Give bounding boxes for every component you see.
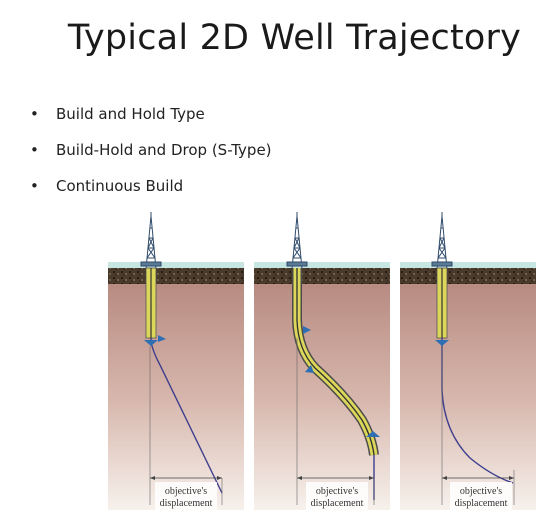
drilling-rig-icon (140, 212, 162, 270)
soil-layer (254, 268, 390, 284)
bullet-item-build-and-hold: • Build and Hold Type (30, 104, 272, 140)
rock-layer (108, 265, 244, 510)
soil-layer (108, 268, 244, 284)
displacement-label: objective's (460, 486, 502, 497)
rock-layer (254, 265, 390, 510)
displacement-label: displacement (160, 498, 213, 509)
kickoff-marker (435, 340, 449, 346)
diagram-continuous-build: objective's displacement (400, 212, 536, 510)
bullet-icon: • (30, 177, 39, 195)
bullet-text: Build and Hold Type (56, 105, 205, 123)
bullet-text: Continuous Build (56, 177, 184, 195)
sky-band (254, 262, 390, 268)
sky-band (400, 262, 536, 268)
displacement-label: objective's (316, 486, 358, 497)
diagram-build-and-hold: objective's displacement (108, 212, 244, 510)
bullet-item-continuous-build: • Continuous Build (30, 176, 272, 212)
bullet-icon: • (30, 105, 39, 123)
wellbore-path (441, 338, 514, 484)
bullet-item-s-type: • Build-Hold and Drop (S-Type) (30, 140, 272, 176)
bullet-list: • Build and Hold Type • Build-Hold and Dro… (30, 104, 272, 212)
bullet-text: Build-Hold and Drop (S-Type) (56, 141, 272, 159)
bullet-icon: • (30, 141, 39, 159)
diagram-s-type: objective's displacement (254, 212, 390, 510)
drilling-rig-icon (431, 212, 453, 270)
page-title: Typical 2D Well Trajectory (67, 18, 521, 58)
rock-layer (400, 265, 536, 510)
displacement-label: objective's (165, 486, 207, 497)
kickoff-marker (144, 340, 158, 346)
kickoff-marker (303, 326, 311, 334)
displacement-label: displacement (455, 498, 508, 509)
displacement-label: displacement (311, 498, 364, 509)
sky-band (108, 262, 244, 268)
soil-layer (400, 268, 536, 284)
drilling-rig-icon (286, 212, 308, 270)
